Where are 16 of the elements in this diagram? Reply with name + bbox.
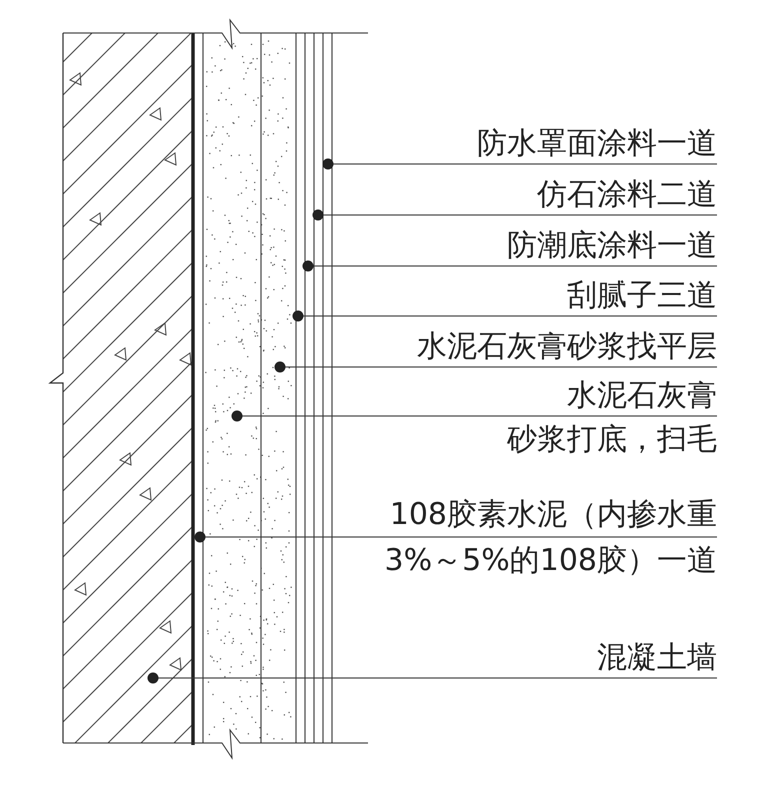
layer-label: 刮腻子三道 bbox=[567, 277, 717, 315]
layer-label: 水泥石灰膏砂浆找平层 bbox=[417, 328, 717, 366]
layer-label: 仿石涂料二道 bbox=[537, 176, 717, 214]
layer-label: 防水罩面涂料一道 bbox=[477, 125, 717, 163]
layer-label: 108胶素水泥（内掺水重3%～5%的108胶）一道 bbox=[384, 496, 717, 580]
leader-line bbox=[274, 362, 718, 372]
leader-line bbox=[292, 310, 718, 322]
leader-line bbox=[312, 210, 718, 220]
leader-line bbox=[302, 260, 718, 272]
layer-label: 水泥石灰膏砂浆打底，扫毛 bbox=[507, 377, 717, 459]
leader-line bbox=[148, 672, 718, 684]
leader-line bbox=[232, 410, 718, 422]
leader-line bbox=[194, 532, 718, 542]
layer-label: 混凝土墙 bbox=[597, 639, 717, 677]
leader-line bbox=[322, 158, 718, 170]
layer-label: 防潮底涂料一道 bbox=[507, 227, 717, 265]
